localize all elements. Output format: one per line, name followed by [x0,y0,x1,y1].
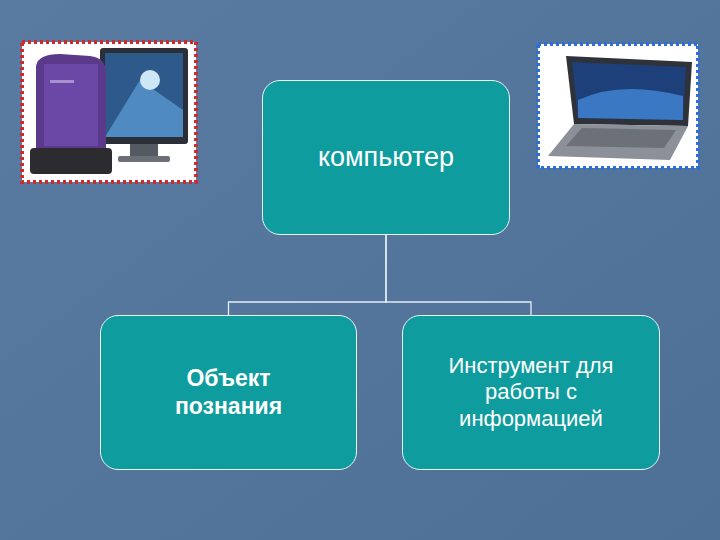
desktop-stamp [22,42,196,182]
concept-box: компьютер [262,80,510,235]
box-label: компьютер [318,141,454,173]
box-label: Объект познания [154,365,304,420]
laptop-stamp [538,44,698,168]
tree-connector [229,235,387,315]
concept-box: Инструмент для работы с информацией [402,315,660,470]
concept-box: Объект познания [100,315,357,470]
tree-connector [386,235,531,315]
box-label: Инструмент для работы с информацией [446,353,616,432]
